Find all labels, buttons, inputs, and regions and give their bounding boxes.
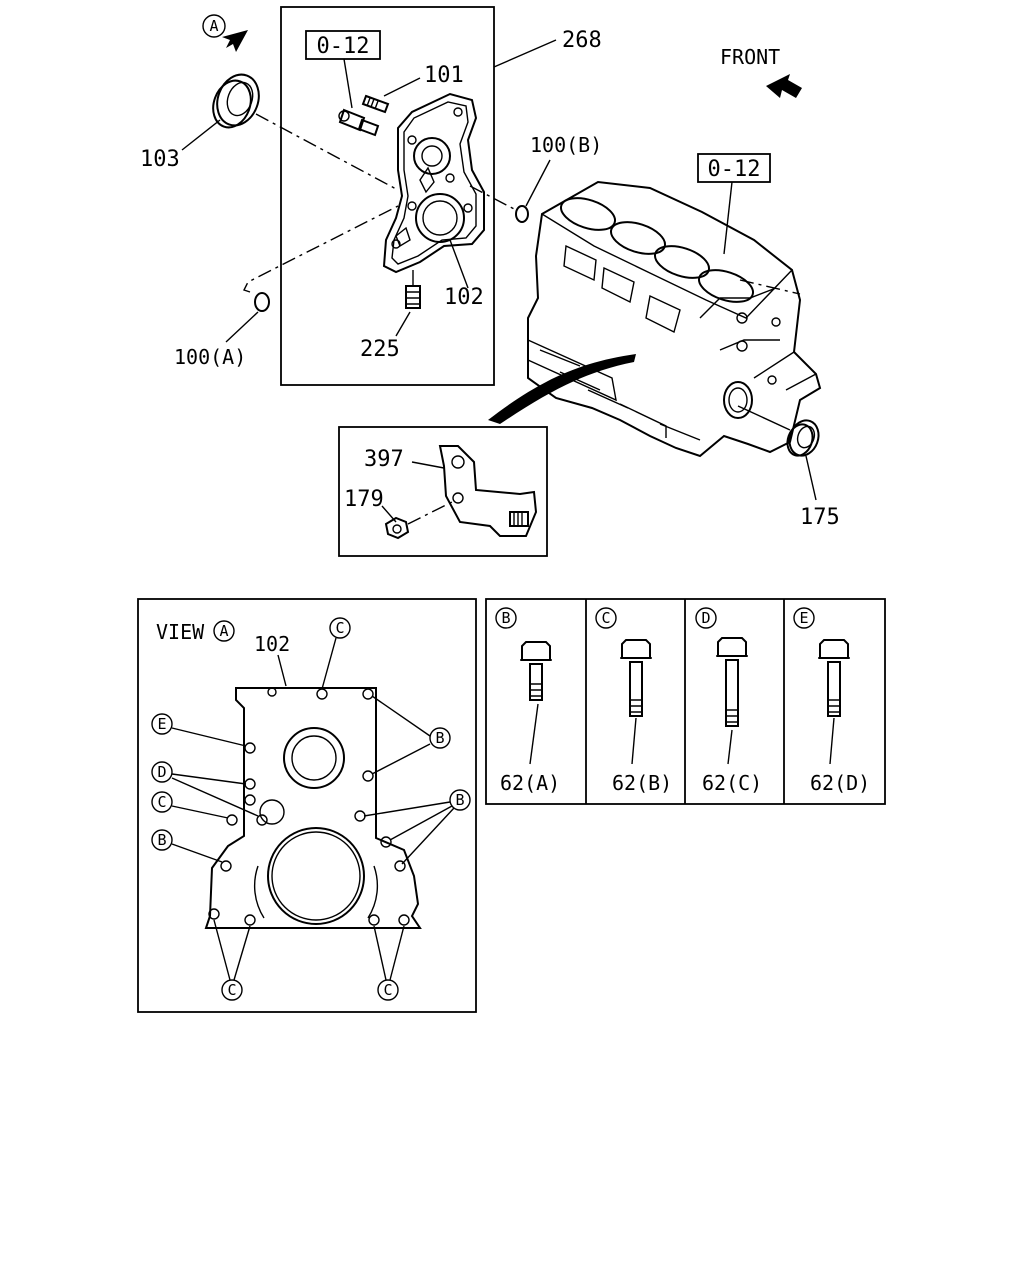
- label-179: 179: [344, 487, 384, 512]
- view-a-marker-letter: A: [209, 17, 218, 35]
- bolt-column-c-part: 62(B): [612, 771, 672, 795]
- engine-block: [527, 180, 822, 458]
- front-arrow-icon: [766, 74, 802, 98]
- view-a-part-label: 102: [254, 632, 290, 656]
- bolt-column-c-marker: C: [601, 609, 610, 627]
- bolt-179: [384, 516, 410, 540]
- view-callout-e-left: E: [157, 715, 166, 733]
- detail-pointer-arrow: [488, 354, 636, 424]
- ref-box-block: [697, 153, 771, 183]
- view-a-title: VIEW: [156, 620, 205, 644]
- label-102: 102: [444, 285, 484, 310]
- view-a-cover-outline: [204, 687, 422, 929]
- bracket-397: [438, 445, 538, 537]
- label-101: 101: [424, 63, 464, 88]
- view-callout-b-left: B: [157, 831, 166, 849]
- label-100b: 100(B): [530, 133, 602, 157]
- front-cover: [382, 92, 485, 274]
- view-callout-c-left: C: [157, 793, 166, 811]
- o-ring-100a: [254, 292, 270, 312]
- bolt-column-d-part: 62(C): [702, 771, 762, 795]
- view-callout-b-right-lower: B: [455, 791, 464, 809]
- view-callout-d-left: D: [157, 763, 166, 781]
- sensor-fitting: [338, 108, 380, 137]
- bracket-detail-frame: [338, 426, 548, 557]
- view-callout-c-bottom-right: C: [383, 981, 392, 999]
- oil-seal-103: [212, 73, 260, 129]
- label-100a: 100(A): [174, 345, 246, 369]
- view-a-panel: [137, 598, 477, 1013]
- view-callout-c-bottom-left: C: [227, 981, 236, 999]
- ref-box-top-text: 0-12: [317, 34, 370, 59]
- view-callout-c-top: C: [335, 619, 344, 637]
- label-268: 268: [562, 28, 602, 53]
- ref-box-top: [305, 30, 381, 60]
- part-group-frame-268: [280, 6, 495, 386]
- bolt-column-b: B 62(A): [495, 607, 560, 795]
- bolt-column-d-marker: D: [701, 609, 710, 627]
- rear-seal-175: [786, 419, 820, 457]
- fitting-225: [405, 270, 421, 309]
- ref-box-block-text: 0-12: [708, 157, 761, 182]
- front-label: FRONT: [720, 45, 780, 69]
- label-397: 397: [364, 447, 404, 472]
- bolt-column-b-part: 62(A): [500, 771, 560, 795]
- bolt-column-d: D 62(C): [695, 607, 762, 795]
- bolt-column-e: E 62(D): [793, 607, 870, 795]
- bolt-column-e-marker: E: [799, 609, 808, 627]
- label-175: 175: [800, 505, 840, 530]
- bolt-column-b-marker: B: [501, 609, 510, 627]
- view-a-arrow-icon: [222, 30, 248, 52]
- label-225: 225: [360, 337, 400, 362]
- view-a-marker: A: [202, 14, 248, 52]
- stud-101: [361, 94, 390, 114]
- bolt-column-c: C 62(B): [595, 607, 672, 795]
- bolt-column-e-part: 62(D): [810, 771, 870, 795]
- label-103: 103: [140, 147, 180, 172]
- view-callout-b-right-upper: B: [435, 729, 444, 747]
- view-a-title-marker: A: [219, 622, 228, 640]
- o-ring-100b: [515, 205, 529, 223]
- bolt-table: B 62(A) C 62(B) D 6: [485, 598, 886, 805]
